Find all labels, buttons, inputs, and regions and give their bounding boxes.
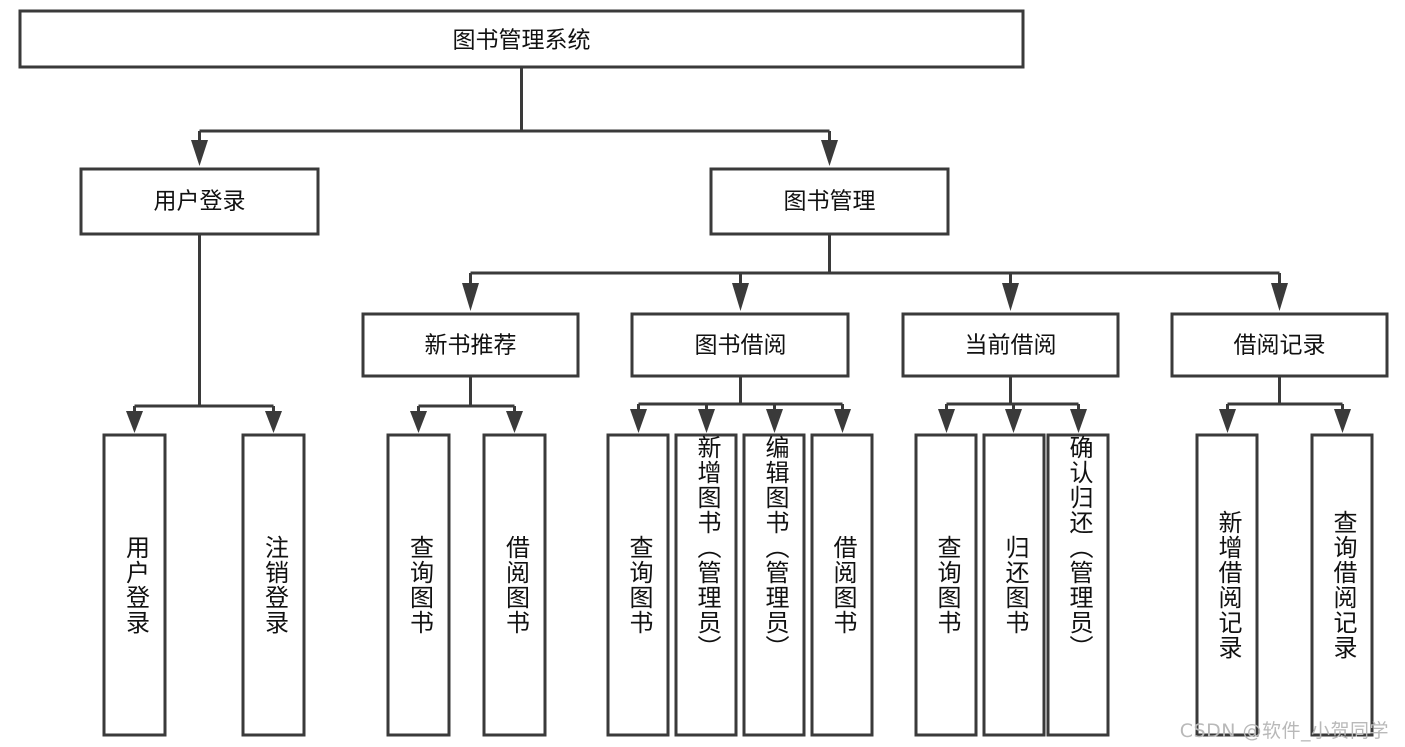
arrow-head-icon-leaf-borrow-book-1	[506, 411, 523, 433]
arrow-head-icon-new-book-recommend	[462, 283, 479, 311]
arrow-head-icon-leaf-confirm-return	[1070, 409, 1087, 433]
node-book-borrow-box[interactable]	[630, 312, 850, 378]
arrow-head-icon-borrow-record	[1271, 283, 1288, 311]
connector-group-root	[191, 67, 838, 166]
node-new-book-recommend-box[interactable]	[361, 312, 580, 378]
node-root-label: 图书管理系统	[453, 28, 591, 54]
connector-group-book-borrow	[630, 376, 851, 433]
connector-group-current-borrow	[938, 376, 1087, 433]
node-book-borrow[interactable]: 图书借阅	[630, 312, 850, 378]
arrow-head-icon-leaf-return-book	[1005, 409, 1022, 433]
node-book-manage-label: 图书管理	[784, 189, 876, 215]
node-user-login[interactable]: 用户登录	[79, 167, 320, 236]
connector-group-user-login	[126, 234, 282, 433]
arrow-head-icon-current-borrow	[1002, 283, 1019, 311]
node-book-manage-box[interactable]	[709, 167, 950, 236]
node-leaf-confirm-return-box[interactable]	[1046, 433, 1110, 737]
arrow-head-icon-leaf-query-book-1	[410, 411, 427, 433]
arrow-head-icon-leaf-query-book-2	[630, 409, 647, 433]
node-leaf-add-book-box[interactable]	[674, 433, 738, 737]
arrow-head-icon-leaf-edit-book	[766, 409, 783, 433]
arrow-head-icon-book-borrow	[732, 283, 749, 311]
node-book-borrow-label: 图书借阅	[695, 333, 787, 359]
node-book-manage[interactable]: 图书管理	[709, 167, 950, 236]
node-leaf-query-record-box[interactable]	[1310, 433, 1374, 737]
node-leaf-borrow-book-2-box[interactable]	[810, 433, 874, 737]
node-leaf-user-login-box[interactable]	[102, 433, 167, 737]
node-leaf-return-book-box[interactable]	[982, 433, 1046, 737]
node-leaf-query-book-2-box[interactable]	[606, 433, 670, 737]
node-leaf-borrow-book-1-box[interactable]	[482, 433, 547, 737]
node-user-login-label: 用户登录	[154, 189, 246, 215]
arrow-head-icon-leaf-borrow-book-2	[834, 409, 851, 433]
arrow-head-icon-leaf-user-logout	[265, 411, 282, 433]
node-current-borrow[interactable]: 当前借阅	[901, 312, 1120, 378]
node-borrow-record-label: 借阅记录	[1234, 333, 1326, 359]
arrow-head-icon-leaf-add-book	[698, 409, 715, 433]
node-user-login-box[interactable]	[79, 167, 320, 236]
node-leaf-add-record-box[interactable]	[1195, 433, 1259, 737]
arrow-head-icon-leaf-user-login	[126, 411, 143, 433]
node-root-box[interactable]	[18, 9, 1025, 69]
connector-group-book-manage	[462, 234, 1288, 311]
arrow-head-icon-leaf-query-book-3	[938, 409, 955, 433]
connector-group-borrow-record	[1219, 376, 1351, 433]
node-new-book-recommend-label: 新书推荐	[425, 333, 517, 359]
node-current-borrow-label: 当前借阅	[965, 333, 1057, 359]
node-leaf-query-book-3-box[interactable]	[914, 433, 978, 737]
arrow-head-icon-leaf-add-record	[1219, 409, 1236, 433]
arrow-head-icon-leaf-query-record	[1334, 409, 1351, 433]
arrow-head-icon-book-manage	[821, 140, 838, 166]
node-new-book-recommend[interactable]: 新书推荐	[361, 312, 580, 378]
leaf-boxes	[102, 433, 1374, 737]
node-leaf-user-logout-box[interactable]	[241, 433, 306, 737]
node-leaf-query-book-1-box[interactable]	[386, 433, 451, 737]
node-borrow-record-box[interactable]	[1170, 312, 1389, 378]
node-root[interactable]: 图书管理系统	[18, 9, 1025, 69]
connector-group-new-book-recommend	[410, 376, 523, 433]
node-borrow-record[interactable]: 借阅记录	[1170, 312, 1389, 378]
node-current-borrow-box[interactable]	[901, 312, 1120, 378]
arrow-head-icon-user-login	[191, 140, 208, 166]
node-leaf-edit-book-box[interactable]	[742, 433, 806, 737]
